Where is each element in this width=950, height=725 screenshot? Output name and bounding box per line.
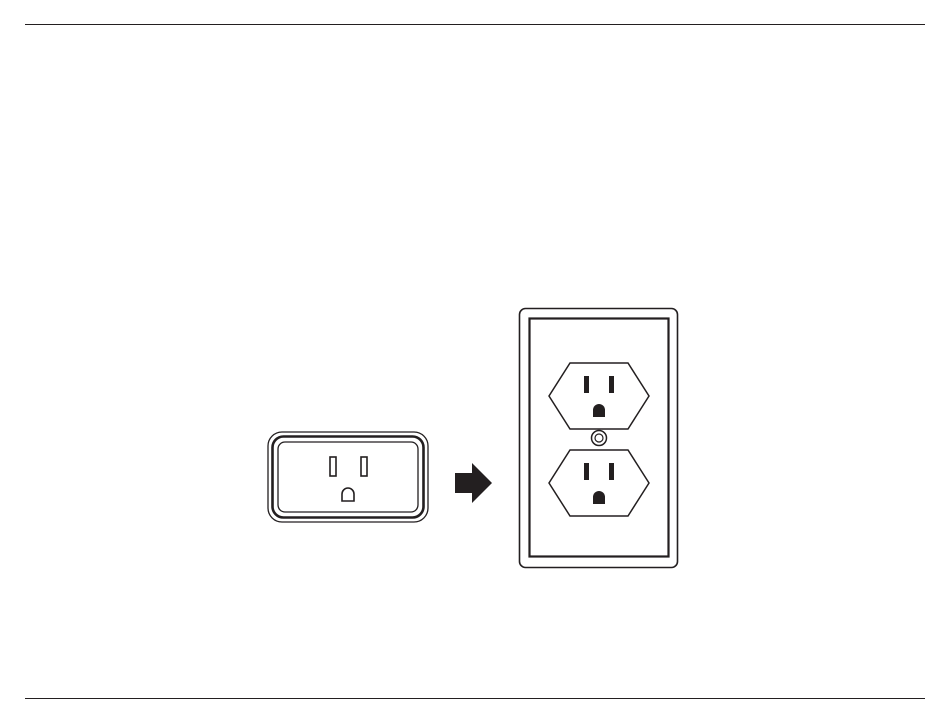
outlet-slot-neutral (584, 463, 589, 480)
outlet-receptacle-top (549, 363, 649, 429)
outlet-slot-neutral (584, 376, 589, 393)
arrow-right-icon (455, 463, 492, 503)
smart-plug-slot-left (330, 457, 336, 476)
outlet-center-screw (592, 431, 607, 446)
outlet-receptacle-bottom (549, 450, 649, 516)
outlet-slot-hot (609, 463, 614, 480)
smart-plug-slot-right (361, 457, 367, 476)
outlet-slot-hot (609, 376, 614, 393)
wall-outlet-icon (520, 309, 678, 568)
outlet-ground-hole (593, 404, 605, 417)
smart-plug-icon (268, 432, 428, 522)
smart-plug-ground-hole (342, 488, 354, 501)
outlet-ground-hole (593, 491, 605, 504)
